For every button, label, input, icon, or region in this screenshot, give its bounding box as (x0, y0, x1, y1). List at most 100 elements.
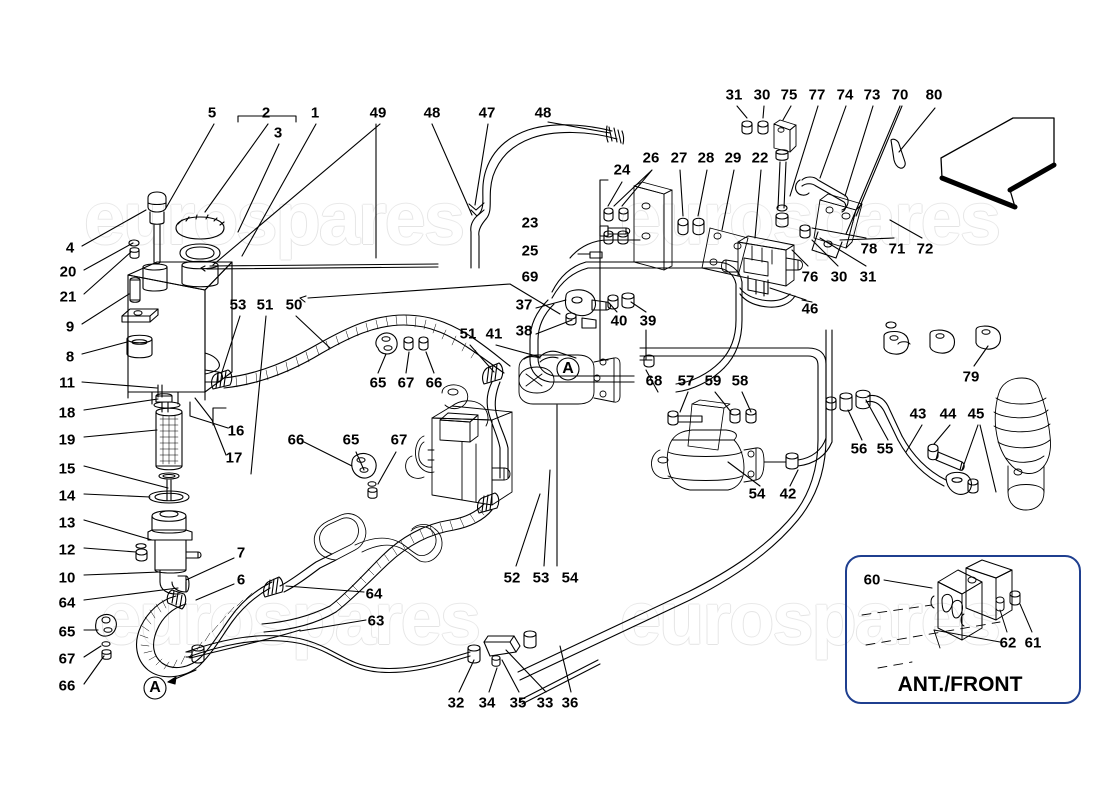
callout-number-60: 60 (863, 571, 881, 589)
watermark-text: eurospares (84, 177, 465, 260)
callout-number-56: 56 (850, 440, 868, 458)
callout-number-51: 51 (256, 296, 274, 314)
callout-number-65: 65 (369, 374, 387, 392)
callout-number-24: 24 (613, 161, 631, 179)
callout-number-39: 39 (639, 312, 657, 330)
callout-number-33: 33 (536, 694, 554, 712)
callout-number-64: 64 (58, 594, 76, 612)
callout-number-26: 26 (642, 149, 660, 167)
callout-number-78: 78 (860, 240, 878, 258)
callout-number-53: 53 (532, 569, 550, 587)
callout-number-27: 27 (670, 149, 688, 167)
callout-number-42: 42 (779, 485, 797, 503)
callout-number-54: 54 (748, 485, 766, 503)
callout-number-48: 48 (534, 104, 552, 122)
callout-number-35: 35 (509, 694, 527, 712)
callout-number-74: 74 (836, 86, 854, 104)
callout-number-61: 61 (1024, 634, 1042, 652)
callout-number-47: 47 (478, 104, 496, 122)
callout-number-57: 57 (677, 372, 695, 390)
callout-number-66: 66 (58, 677, 76, 695)
callout-number-62: 62 (999, 634, 1017, 652)
callout-number-54: 54 (561, 569, 579, 587)
callout-number-13: 13 (58, 514, 76, 532)
callout-number-51: 51 (459, 325, 477, 343)
callout-number-73: 73 (863, 86, 881, 104)
callout-number-21: 21 (59, 288, 77, 306)
callout-number-59: 59 (704, 372, 722, 390)
callout-number-63: 63 (367, 612, 385, 630)
callout-number-23: 23 (521, 214, 539, 232)
callout-number-34: 34 (478, 694, 496, 712)
callout-number-67: 67 (58, 650, 76, 668)
callout-number-53: 53 (229, 296, 247, 314)
callout-number-65: 65 (342, 431, 360, 449)
callout-number-31: 31 (725, 86, 743, 104)
watermark-text: eurospares (620, 577, 1001, 660)
callout-number-77: 77 (808, 86, 826, 104)
callout-number-55: 55 (876, 440, 894, 458)
callout-number-22: 22 (751, 149, 769, 167)
callout-number-71: 71 (888, 240, 906, 258)
callout-number-14: 14 (58, 487, 76, 505)
callout-number-67: 67 (390, 431, 408, 449)
callout-number-32: 32 (447, 694, 465, 712)
callout-number-30: 30 (753, 86, 771, 104)
callout-number-12: 12 (58, 541, 76, 559)
callout-number-11: 11 (59, 374, 75, 392)
callout-number-28: 28 (697, 149, 715, 167)
callout-number-18: 18 (58, 404, 76, 422)
callout-number-69: 69 (521, 268, 539, 286)
callout-number-16: 16 (227, 422, 245, 440)
callout-number-2: 2 (261, 104, 271, 122)
callout-number-66: 66 (287, 431, 305, 449)
callout-number-5: 5 (207, 104, 217, 122)
callout-number-72: 72 (916, 240, 934, 258)
callout-number-10: 10 (58, 569, 76, 587)
callout-number-65: 65 (58, 623, 76, 641)
callout-number-58: 58 (731, 372, 749, 390)
callout-number-38: 38 (515, 322, 533, 340)
callout-number-29: 29 (724, 149, 742, 167)
callout-number-45: 45 (967, 405, 985, 423)
callout-number-9: 9 (65, 318, 75, 336)
callout-number-31: 31 (859, 268, 877, 286)
callout-number-46: 46 (801, 300, 819, 318)
callout-number-49: 49 (369, 104, 387, 122)
callout-number-3: 3 (273, 124, 283, 142)
callout-number-52: 52 (503, 569, 521, 587)
callout-number-17: 17 (225, 449, 243, 467)
callout-number-41: 41 (485, 325, 503, 343)
callout-number-44: 44 (939, 405, 957, 423)
section-marker-A: A (149, 679, 161, 696)
callout-number-70: 70 (891, 86, 909, 104)
callout-number-19: 19 (58, 431, 76, 449)
callout-number-76: 76 (801, 268, 819, 286)
callout-number-79: 79 (962, 368, 980, 386)
front-detail-box (845, 555, 1081, 704)
callout-number-4: 4 (65, 239, 75, 257)
callout-number-30: 30 (830, 268, 848, 286)
callout-number-50: 50 (285, 296, 303, 314)
callout-number-8: 8 (65, 348, 75, 366)
callout-number-36: 36 (561, 694, 579, 712)
callout-number-64: 64 (365, 585, 383, 603)
callout-number-15: 15 (58, 460, 76, 478)
front-box-label: ANT./FRONT (897, 673, 1023, 696)
callout-number-1: 1 (310, 104, 320, 122)
callout-number-20: 20 (59, 263, 77, 281)
callout-number-75: 75 (780, 86, 798, 104)
callout-number-6: 6 (236, 571, 246, 589)
callout-number-80: 80 (925, 86, 943, 104)
callout-number-67: 67 (397, 374, 415, 392)
callout-number-43: 43 (909, 405, 927, 423)
section-marker-A: A (562, 360, 574, 377)
callout-number-68: 68 (645, 372, 663, 390)
callout-number-7: 7 (236, 544, 246, 562)
callout-number-37: 37 (515, 296, 533, 314)
callout-number-48: 48 (423, 104, 441, 122)
callout-number-66: 66 (425, 374, 443, 392)
